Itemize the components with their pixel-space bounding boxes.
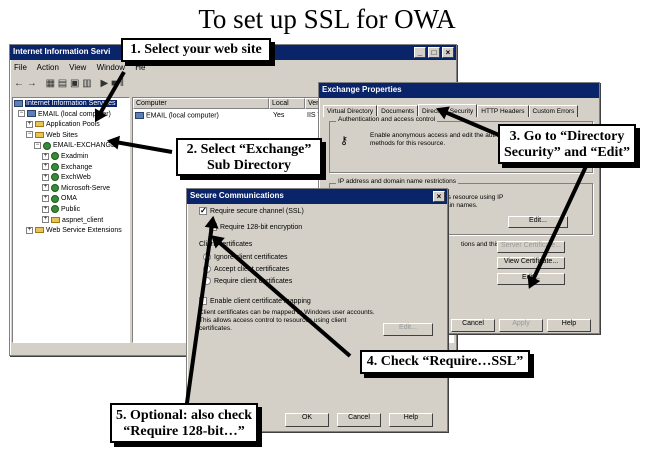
tree-item-exchweb[interactable]: +ExchWeb: [42, 173, 91, 182]
secure-communications-dialog: Secure Communications × ✓Require secure …: [186, 188, 448, 432]
globe-icon: [51, 194, 59, 203]
tree-item-email[interactable]: −EMAIL (local computer): [18, 110, 111, 118]
pause-icon[interactable]: ‖: [119, 78, 124, 89]
exchange-props-titlebar: Exchange Properties: [319, 83, 599, 98]
tree-item-public[interactable]: +Public: [42, 205, 81, 214]
globe-icon: [51, 183, 59, 192]
page-title: To set up SSL for OWA: [198, 4, 456, 34]
tab-http-headers[interactable]: HTTP Headers: [477, 105, 529, 117]
cert-text: tions and this: [461, 241, 500, 248]
play-icon[interactable]: ▶: [100, 78, 109, 89]
secure-comm-close-button[interactable]: ×: [433, 191, 445, 202]
toolbar-icon[interactable]: ▤: [57, 78, 68, 89]
computer-icon: [14, 99, 23, 107]
tree-item-exchange[interactable]: +Exchange: [42, 162, 93, 171]
list-cell-version: IIS V: [307, 112, 323, 119]
callout-step-4: 4. Check “Require…SSL”: [360, 350, 530, 374]
mapping-edit-button[interactable]: Edit...: [383, 323, 433, 336]
callout-step-3: 3. Go to “Directory Security” and “Edit”: [498, 124, 636, 164]
maximize-button[interactable]: □: [428, 47, 440, 58]
view-certificate-button[interactable]: View Certificate...: [497, 257, 565, 269]
ignore-certs-radio[interactable]: Ignore client certificates: [203, 253, 288, 261]
column-header-local[interactable]: Local: [269, 98, 305, 109]
tab-documents[interactable]: Documents: [377, 105, 418, 117]
auth-group-label: Authentication and access control: [336, 116, 438, 123]
server-certificate-button[interactable]: Server Certificate...: [497, 241, 565, 253]
auth-text: Enable anonymous access and edit the aut…: [370, 132, 526, 147]
globe-icon: [51, 152, 59, 161]
tree-item-oma[interactable]: +OMA: [42, 194, 77, 203]
props-apply-button[interactable]: Apply: [499, 319, 543, 332]
computer-icon: [27, 110, 36, 118]
menu-file[interactable]: File: [14, 63, 27, 72]
callout-step-1: 1. Select your web site: [121, 38, 271, 62]
collapse-icon[interactable]: −: [34, 142, 41, 150]
require-certs-radio[interactable]: Require client certificates: [203, 277, 292, 285]
toolbar-icon[interactable]: ▥: [82, 78, 92, 89]
props-cancel-button[interactable]: Cancel: [451, 319, 495, 332]
menu-view[interactable]: View: [69, 63, 87, 72]
key-icon: ⚷: [340, 135, 349, 147]
forward-icon[interactable]: →: [26, 78, 37, 89]
tree-item-exadmin[interactable]: +Exadmin: [42, 152, 89, 161]
tab-custom-errors[interactable]: Custom Errors: [528, 105, 579, 117]
folder-icon: [35, 227, 44, 234]
secure-ok-button[interactable]: OK: [285, 413, 329, 427]
tree-item-email-exchange[interactable]: −EMAIL-EXCHANGE: [34, 141, 116, 150]
expand-icon[interactable]: +: [42, 152, 49, 160]
globe-icon: [51, 205, 59, 214]
callout-step-2: 2. Select “Exchange” Sub Directory: [176, 138, 322, 176]
require-128-checkbox[interactable]: Require 128-bit encryption: [209, 223, 302, 231]
expand-icon[interactable]: +: [42, 216, 49, 224]
back-icon[interactable]: ←: [14, 78, 24, 89]
expand-icon[interactable]: +: [42, 173, 49, 181]
expand-icon[interactable]: +: [42, 205, 49, 213]
mapping-text: Client certificates can be mapped to Win…: [199, 309, 375, 332]
toolbar-icon[interactable]: ▦: [45, 78, 56, 89]
iis-toolbar: ← → ▦ ▤ ▣ ▥ ▶ ■ ‖: [14, 78, 124, 89]
minimize-button[interactable]: _: [414, 47, 426, 58]
tree-item-web-service-ext[interactable]: +Web Service Extensions: [26, 226, 122, 235]
tree-item-microsoft-serve[interactable]: +Microsoft-Serve: [42, 183, 111, 192]
tree-item-aspnet-client[interactable]: +aspnet_client: [42, 216, 104, 224]
menu-action[interactable]: Action: [36, 63, 59, 72]
secure-cancel-button[interactable]: Cancel: [337, 413, 381, 427]
menu-help[interactable]: He: [135, 63, 146, 72]
ip-edit-button[interactable]: Edit...: [508, 216, 568, 228]
collapse-icon[interactable]: −: [18, 110, 25, 118]
secure-comm-titlebar: Secure Communications ×: [187, 189, 447, 204]
require-ssl-checkbox[interactable]: ✓Require secure channel (SSL): [199, 206, 304, 215]
tree-item-iis[interactable]: Internet Information Services: [14, 99, 128, 110]
iis-tree-pane: Internet Information Services −EMAIL (lo…: [12, 97, 130, 343]
checkbox-checked-icon: ✓: [199, 206, 207, 215]
secure-help-button[interactable]: Help: [389, 413, 433, 427]
expand-icon[interactable]: +: [42, 184, 49, 192]
globe-icon: [51, 173, 59, 182]
folder-icon: [35, 121, 44, 128]
folder-icon: [51, 216, 60, 223]
props-help-button[interactable]: Help: [547, 319, 591, 332]
list-row-email[interactable]: EMAIL (local computer): [135, 112, 219, 119]
folder-icon: [35, 131, 44, 138]
globe-icon: [43, 141, 51, 150]
expand-icon[interactable]: +: [42, 195, 49, 202]
iis-title: Internet Information Servi: [13, 47, 111, 56]
expand-icon[interactable]: +: [42, 163, 49, 171]
callout-step-5: 5. Optional: also check “Require 128-bit…: [110, 403, 258, 443]
expand-icon[interactable]: +: [26, 226, 33, 234]
tree-item-web-sites[interactable]: −Web Sites: [26, 131, 78, 139]
collapse-icon[interactable]: −: [26, 131, 33, 139]
globe-icon: [51, 162, 59, 171]
close-button[interactable]: ×: [442, 47, 454, 58]
ip-group-label: IP address and domain name restrictions: [336, 178, 459, 185]
list-cell-local: Yes: [273, 112, 285, 119]
iis-menubar: File Action View Window He: [14, 63, 154, 72]
toolbar-icon[interactable]: ▣: [70, 78, 80, 89]
tab-virtual-directory[interactable]: Virtual Directory: [323, 105, 378, 117]
expand-icon[interactable]: +: [26, 120, 33, 128]
computer-icon: [135, 112, 144, 119]
tree-item-app-pools[interactable]: +Application Pools: [26, 120, 100, 129]
column-header-computer[interactable]: Computer: [133, 98, 269, 109]
menu-window[interactable]: Window: [96, 63, 126, 72]
